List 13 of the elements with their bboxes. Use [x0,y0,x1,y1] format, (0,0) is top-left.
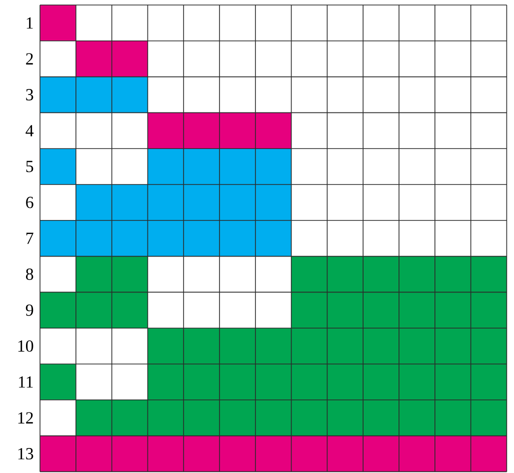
row-number: 3 [26,89,34,100]
row-number: 1 [26,17,33,29]
row-number: 13 [18,448,34,460]
row-number: 2 [26,53,33,64]
row-number: 5 [26,160,34,172]
row-number: 6 [26,196,34,208]
row-number: 7 [26,232,34,244]
row-number: 8 [26,268,34,280]
row-number: 12 [18,412,33,424]
row-number: 10 [18,340,34,352]
row-number: 4 [26,125,34,136]
row-number: 11 [18,376,33,388]
row-number: 9 [26,304,34,316]
